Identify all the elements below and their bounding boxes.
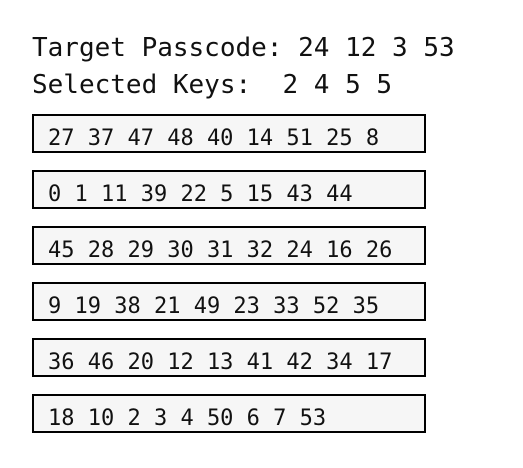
key-row-6[interactable]: 18 10 2 3 4 50 6 7 53 [32, 394, 426, 433]
key-row-3-numbers: 45 28 29 30 31 32 24 16 26 [48, 238, 393, 263]
key-row-2[interactable]: 0 1 11 39 22 5 15 43 44 [32, 170, 426, 209]
target-passcode-line: Target Passcode: 24 12 3 53 [32, 33, 455, 63]
key-row-1[interactable]: 27 37 47 48 40 14 51 25 8 [32, 114, 426, 153]
key-row-3[interactable]: 45 28 29 30 31 32 24 16 26 [32, 226, 426, 265]
selected-keys-label: Selected Keys: [32, 70, 252, 100]
key-row-2-numbers: 0 1 11 39 22 5 15 43 44 [48, 182, 353, 207]
selected-keys-line: Selected Keys: 2 4 5 5 [32, 70, 392, 100]
key-row-4[interactable]: 9 19 38 21 49 23 33 52 35 [32, 282, 426, 321]
key-row-1-numbers: 27 37 47 48 40 14 51 25 8 [48, 126, 380, 151]
key-row-5-numbers: 36 46 20 12 13 41 42 34 17 [48, 350, 393, 375]
key-row-4-numbers: 9 19 38 21 49 23 33 52 35 [48, 294, 380, 319]
key-row-6-numbers: 18 10 2 3 4 50 6 7 53 [48, 406, 327, 431]
selected-keys-value: 2 4 5 5 [282, 70, 393, 100]
key-row-5[interactable]: 36 46 20 12 13 41 42 34 17 [32, 338, 426, 377]
target-passcode-value: 24 12 3 53 [298, 33, 455, 63]
target-passcode-label: Target Passcode: [32, 33, 283, 63]
